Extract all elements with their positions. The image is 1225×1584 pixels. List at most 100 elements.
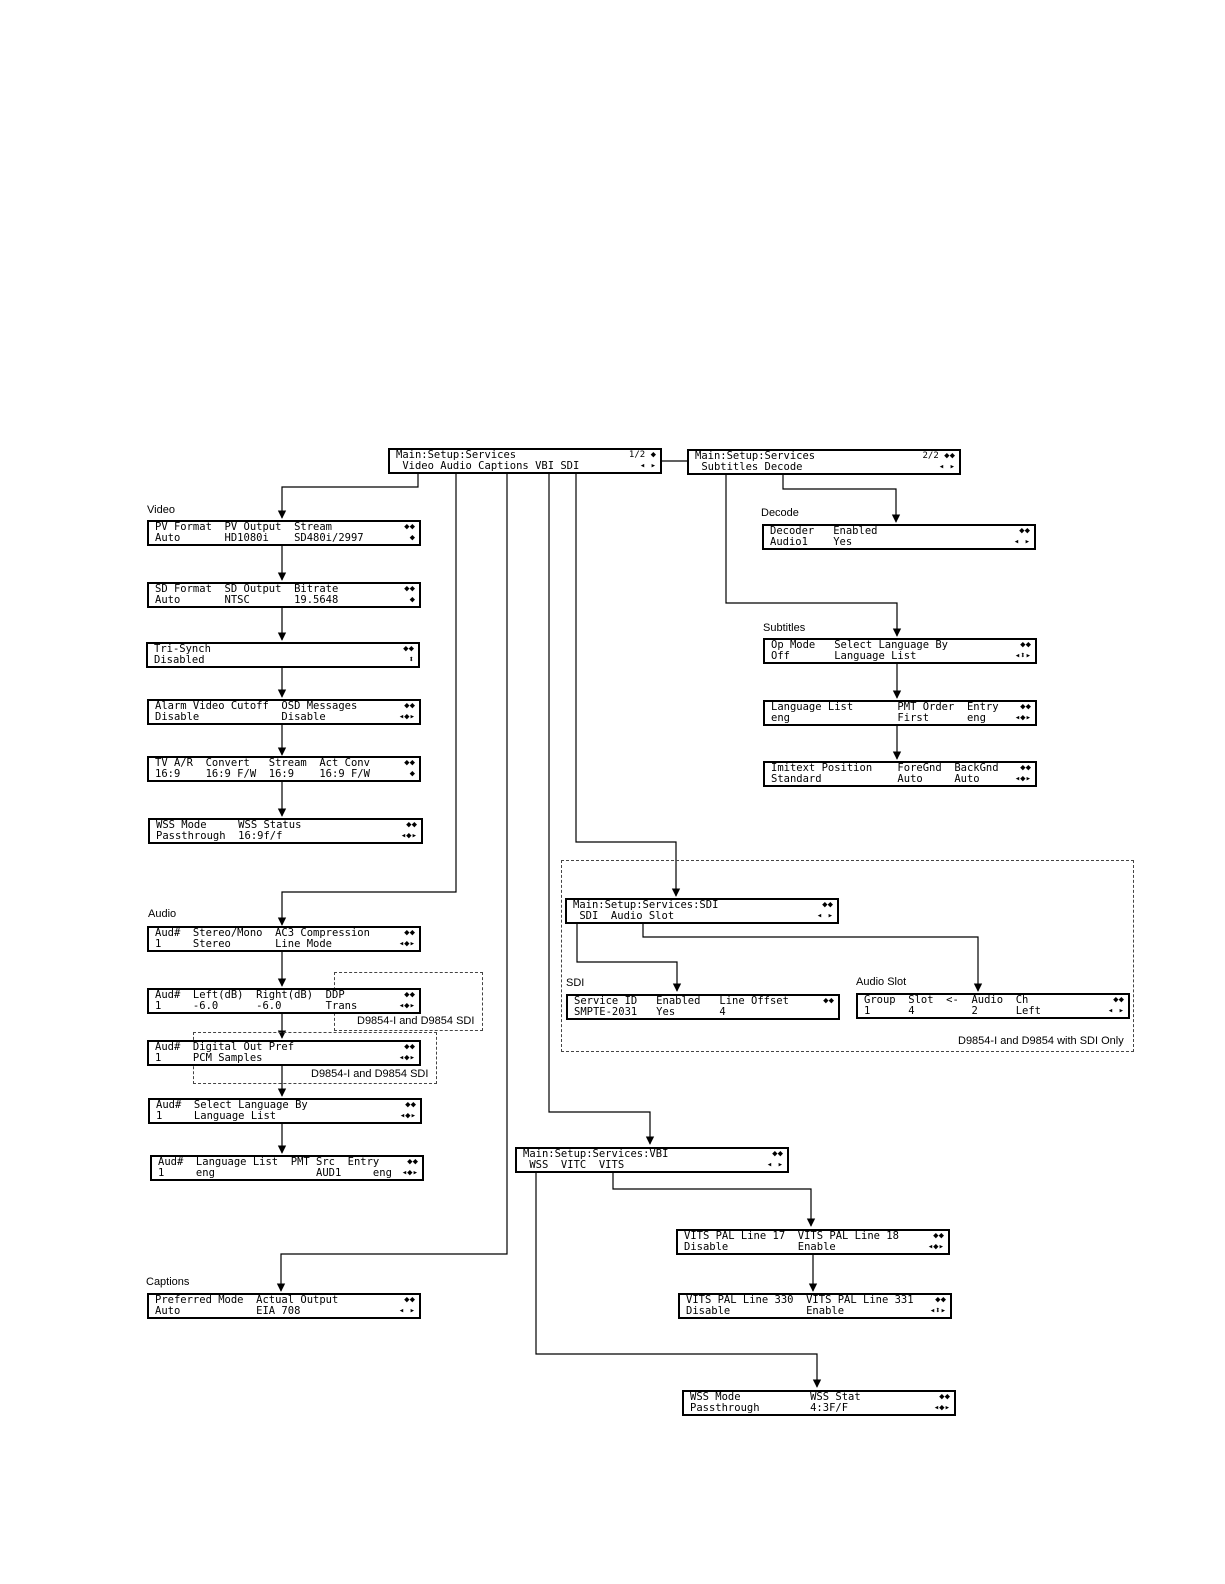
screen-audio-language-list[interactable]: Aud# Language List PMT Src Entry 1 eng A… (150, 1155, 424, 1181)
screen-audio-digital-out[interactable]: Aud# Digital Out Pref 1 PCM Samples ◆◆ ◂… (147, 1040, 421, 1066)
nav-arrows-icon: ◂◆▸ (398, 1001, 415, 1011)
screen-line-2: Audio1 Yes (770, 536, 853, 548)
screen-line-1: VITS PAL Line 330 VITS PAL Line 331 (686, 1294, 914, 1306)
screen-line-1: Aud# Select Language By (156, 1099, 308, 1111)
screen-line-2: Disabled (154, 654, 205, 666)
nav-icon: ◆◆ (1020, 702, 1031, 712)
nav-icon: ◆◆ (404, 584, 415, 594)
screen-line-2: 16:9 16:9 F/W 16:9 16:9 F/W (155, 768, 370, 780)
nav-arrows-icon: ◂⬍▸ (1014, 651, 1031, 661)
screen-line-1: Aud# Left(dB) Right(dB) DDP (155, 989, 345, 1001)
page-indicator: 2/2 ◆◆ (922, 451, 955, 461)
nav-arrows-icon: ◂◆▸ (398, 939, 415, 949)
screen-line-1: Aud# Digital Out Pref (155, 1041, 295, 1053)
screen-line-1: Main:Setup:Services (695, 450, 816, 462)
nav-arrows-icon: ◂◆▸ (398, 1053, 415, 1063)
nav-arrows-icon: ◂◆▸ (927, 1242, 944, 1252)
screen-video-pv-format[interactable]: PV Format PV Output Stream Auto HD1080i … (147, 520, 421, 546)
screen-line-1: Preferred Mode Actual Output (155, 1294, 339, 1306)
wire-sdi-slot (642, 923, 983, 992)
screen-video-tri-synch[interactable]: Tri-Synch Disabled ◆◆ ⬍ (146, 642, 420, 668)
screen-line-1: VITS PAL Line 17 VITS PAL Line 18 (684, 1230, 899, 1242)
screen-subtitles-language-list[interactable]: Language List PMT Order Entry eng First … (763, 700, 1037, 726)
screen-decode[interactable]: Decoder Enabled Audio1 Yes ◆◆ ◂ ▸ (762, 524, 1036, 550)
screen-audio-slot[interactable]: Group Slot <- Audio Ch 1 4 2 Left ◆◆ ◂ ▸ (856, 993, 1130, 1019)
screen-video-wss-mode[interactable]: WSS Mode WSS Status Passthrough 16:9f/f … (148, 818, 423, 844)
screen-line-2: Auto HD1080i SD480i/2997 (155, 532, 364, 544)
nav-arrows-icon: ◂ ▸ (639, 461, 656, 471)
nav-icon: ◆◆ (1113, 995, 1124, 1005)
screen-captions[interactable]: Preferred Mode Actual Output Auto EIA 70… (147, 1293, 421, 1319)
screen-audio-stereo-mono[interactable]: Aud# Stereo/Mono AC3 Compression 1 Stere… (147, 926, 421, 952)
screen-line-2: Passthrough 16:9f/f (156, 830, 283, 842)
screen-services-page-2[interactable]: Main:Setup:Services Subtitles Decode 2/2… (687, 449, 961, 475)
screen-vits-line-330[interactable]: VITS PAL Line 330 VITS PAL Line 331 Disa… (678, 1293, 952, 1319)
screen-line-2: 1 Language List (156, 1110, 277, 1122)
wire-services-video (277, 474, 419, 519)
screen-line-2: SMPTE-2031 Yes 4 (574, 1006, 726, 1018)
nav-arrows-icon: ◂◆▸ (933, 1403, 950, 1413)
screen-line-1: SD Format SD Output Bitrate (155, 583, 339, 595)
screen-video-alarm-cutoff[interactable]: Alarm Video Cutoff OSD Messages Disable … (147, 699, 421, 725)
screen-audio-levels[interactable]: Aud# Left(dB) Right(dB) DDP 1 -6.0 -6.0 … (147, 988, 421, 1014)
nav-arrows-icon: ◂ ▸ (398, 1306, 415, 1316)
screen-audio-select-language[interactable]: Aud# Select Language By 1 Language List … (148, 1098, 422, 1124)
screen-line-1: Service ID Enabled Line Offset (574, 995, 789, 1007)
nav-arrows-icon: ◂◆▸ (399, 1111, 416, 1121)
screen-services-sdi[interactable]: Main:Setup:Services:SDI SDI Audio Slot ◆… (565, 898, 839, 924)
screen-line-2: Off Language List (771, 650, 917, 662)
nav-arrows-icon: ◆ (409, 595, 415, 605)
screen-line-1: WSS Mode WSS Status (156, 819, 302, 831)
wire-services-sdi (575, 474, 681, 897)
screen-vits-line-17[interactable]: VITS PAL Line 17 VITS PAL Line 18 Disabl… (676, 1229, 950, 1255)
nav-icon: ◆◆ (772, 1149, 783, 1159)
nav-arrows-icon: ◂◆▸ (1014, 713, 1031, 723)
screen-subtitles-op-mode[interactable]: Op Mode Select Language By Off Language … (763, 638, 1037, 664)
nav-arrows-icon: ◆ (409, 769, 415, 779)
screen-line-1: PV Format PV Output Stream (155, 521, 333, 533)
wire-services-subtitles (725, 475, 902, 637)
screen-line-1: Group Slot <- Audio Ch (864, 994, 1029, 1006)
screen-services-page-1[interactable]: Main:Setup:Services Video Audio Captions… (388, 448, 662, 474)
screen-subtitles-imitext[interactable]: Imitext Position ForeGnd BackGnd Standar… (763, 761, 1037, 787)
nav-icon: ◆◆ (404, 990, 415, 1000)
screen-vbi-wss-mode[interactable]: WSS Mode WSS Stat Passthrough 4:3F/F ◆◆ … (682, 1390, 956, 1416)
screen-line-1: Main:Setup:Services:VBI (523, 1148, 669, 1160)
screen-line-1: Alarm Video Cutoff OSD Messages (155, 700, 358, 712)
wire-services-vbi (548, 474, 655, 1145)
nav-icon: ◆◆ (405, 1100, 416, 1110)
digital-out-option-note: D9854-I and D9854 SDI (311, 1068, 429, 1080)
screen-line-2: Auto NTSC 19.5648 (155, 594, 339, 606)
nav-icon: ◆◆ (404, 1295, 415, 1305)
screen-line-1: Op Mode Select Language By (771, 639, 949, 651)
wire-vbi-vits (612, 1172, 816, 1227)
screen-line-2: Standard Auto Auto (771, 773, 980, 785)
page-indicator: 1/2 ◆ (628, 450, 656, 460)
screen-line-1: TV A/R Convert Stream Act Conv (155, 757, 370, 769)
screen-line-2: 1 -6.0 -6.0 Trans (155, 1000, 358, 1012)
screen-line-2: Auto EIA 708 (155, 1305, 301, 1317)
screen-line-2: Video Audio Captions VBI SDI (396, 460, 580, 472)
nav-arrows-icon: ◂ ▸ (1013, 537, 1030, 547)
screen-video-sd-format[interactable]: SD Format SD Output Bitrate Auto NTSC 19… (147, 582, 421, 608)
screen-line-2: 1 PCM Samples (155, 1052, 263, 1064)
screen-line-2: SDI Audio Slot (573, 910, 675, 922)
screen-line-1: WSS Mode WSS Stat (690, 1391, 861, 1403)
nav-arrows-icon: ◂◆▸ (398, 712, 415, 722)
screen-video-tv-ar[interactable]: TV A/R Convert Stream Act Conv 16:9 16:9… (147, 756, 421, 782)
screen-line-2: 1 Stereo Line Mode (155, 938, 333, 950)
nav-icon: ◆◆ (404, 758, 415, 768)
screen-services-vbi[interactable]: Main:Setup:Services:VBI WSS VITC VITS ◆◆… (515, 1147, 789, 1173)
screen-sdi-service-id[interactable]: Service ID Enabled Line Offset SMPTE-203… (566, 994, 840, 1020)
nav-arrows-icon: ◂ ▸ (766, 1160, 783, 1170)
screen-line-2: Disable Disable (155, 711, 326, 723)
screen-line-1: Aud# Stereo/Mono AC3 Compression (155, 927, 370, 939)
label-audio: Audio (148, 908, 177, 920)
nav-arrows-icon: ⬍ (408, 655, 414, 665)
nav-icon: ◆◆ (939, 1392, 950, 1402)
screen-line-1: Decoder Enabled (770, 525, 878, 537)
nav-icon: ◆◆ (403, 644, 414, 654)
nav-arrows-icon: ◂◆▸ (401, 1168, 418, 1178)
screen-line-1: Imitext Position ForeGnd BackGnd (771, 762, 999, 774)
